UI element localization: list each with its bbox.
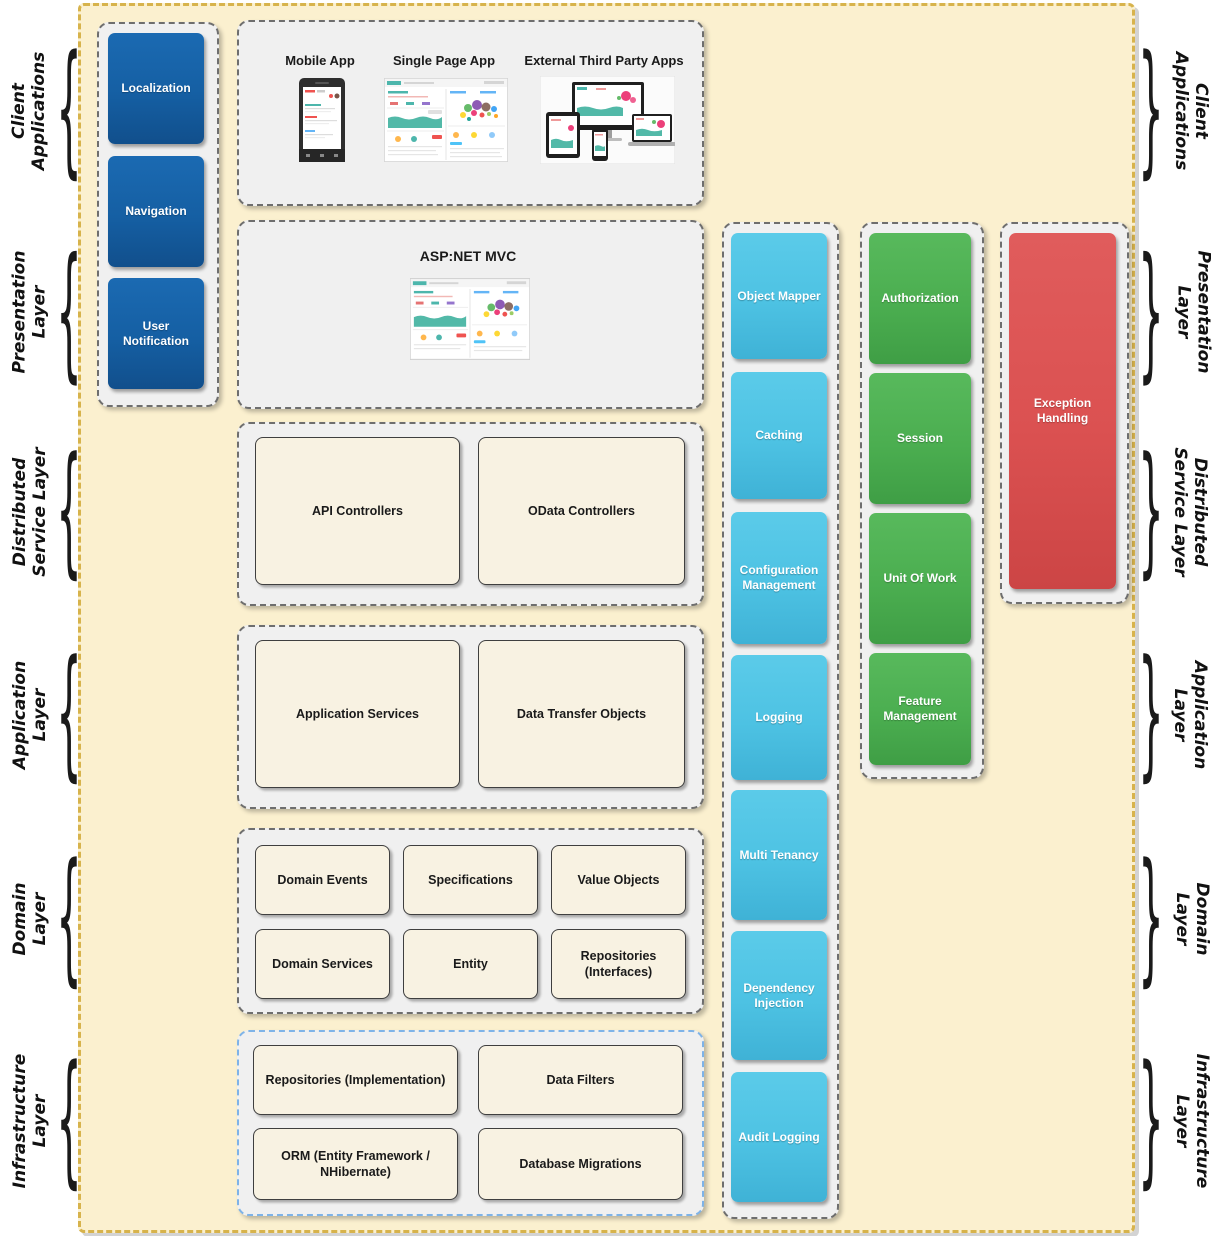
orm-box: ORM (Entity Framework / NHibernate) bbox=[253, 1128, 458, 1200]
multi-tenancy-box: Multi Tenancy bbox=[731, 790, 827, 920]
data-filters-box: Data Filters bbox=[478, 1045, 683, 1115]
repositories-interfaces-box: Repositories (Interfaces) bbox=[551, 929, 686, 999]
layer-label-left-infrastructure-layer: Infrastructure Layer bbox=[9, 1053, 50, 1189]
localization-box: Localization bbox=[108, 33, 204, 144]
layer-label-right-application-layer: Application Layer bbox=[1170, 660, 1211, 770]
layer-label-right-client-applications: Client Applications bbox=[1171, 51, 1212, 171]
spa-dashboard-icon bbox=[383, 77, 509, 163]
layer-label-left-presentation-layer: Presentation Layer bbox=[9, 250, 50, 374]
domain-events-box: Domain Events bbox=[255, 845, 390, 915]
layer-label-left-distributed-service-layer: Distributed Service Layer bbox=[9, 447, 50, 577]
left-brace-presentation-layer: { bbox=[56, 228, 82, 397]
layer-label-right-domain-layer: Domain Layer bbox=[1172, 882, 1213, 956]
unit-of-work-box: Unit Of Work bbox=[869, 513, 971, 644]
feature-management-box: Feature Management bbox=[869, 653, 971, 765]
aspnet-mvc-image bbox=[409, 277, 531, 365]
configuration-management-box: Configuration Management bbox=[731, 512, 827, 644]
value-objects-box: Value Objects bbox=[551, 845, 686, 915]
layer-label-right-presentation-layer: Presentation Layer bbox=[1173, 250, 1214, 374]
layer-label-left-client-applications: Client Applications bbox=[8, 51, 49, 171]
mobile-app-image bbox=[298, 78, 346, 167]
right-brace-application-layer: } bbox=[1138, 633, 1164, 797]
right-brace-infrastructure-layer: } bbox=[1138, 1038, 1164, 1204]
world-map-blobs bbox=[483, 299, 520, 318]
api-controllers-box: API Controllers bbox=[255, 437, 460, 585]
mobile-app-caption: Mobile App bbox=[285, 53, 355, 68]
exception-handling-box: Exception Handling bbox=[1009, 233, 1116, 589]
right-brace-presentation-layer: } bbox=[1138, 228, 1164, 397]
application-services-box: Application Services bbox=[255, 640, 460, 788]
layer-label-left-domain-layer: Domain Layer bbox=[9, 882, 50, 956]
data-transfer-objects-box: Data Transfer Objects bbox=[478, 640, 685, 788]
layer-label-left-application-layer: Application Layer bbox=[9, 660, 50, 770]
layer-label-right-distributed-service-layer: Distributed Service Layer bbox=[1170, 447, 1211, 577]
repositories-implementation-box: Repositories (Implementation) bbox=[253, 1045, 458, 1115]
session-box: Session bbox=[869, 373, 971, 504]
layer-label-right-infrastructure-layer: Infrastructure Layer bbox=[1172, 1053, 1213, 1189]
database-migrations-box: Database Migrations bbox=[478, 1128, 683, 1200]
object-mapper-box: Object Mapper bbox=[731, 233, 827, 359]
mvc-dashboard-icon bbox=[409, 277, 531, 361]
domain-services-box: Domain Services bbox=[255, 929, 390, 999]
right-brace-domain-layer: } bbox=[1138, 836, 1164, 1002]
single-page-app-caption: Single Page App bbox=[392, 53, 496, 68]
left-brace-client-applications: { bbox=[56, 28, 82, 194]
caching-box: Caching bbox=[731, 372, 827, 499]
external-third-party-apps-caption: External Third Party Apps bbox=[524, 53, 684, 68]
user-notification-box: User Notification bbox=[108, 278, 204, 389]
aspnet-mvc-caption: ASP:NET MVC bbox=[419, 248, 517, 264]
odata-controllers-box: OData Controllers bbox=[478, 437, 685, 585]
audit-logging-box: Audit Logging bbox=[731, 1072, 827, 1202]
left-brace-distributed-service-layer: { bbox=[56, 430, 82, 594]
multi-device-icon bbox=[539, 75, 676, 165]
world-map-blobs bbox=[460, 100, 498, 121]
right-brace-client-applications: } bbox=[1138, 28, 1164, 194]
navigation-box: Navigation bbox=[108, 156, 204, 267]
logging-box: Logging bbox=[731, 655, 827, 780]
specifications-box: Specifications bbox=[403, 845, 538, 915]
mobile-phone-icon bbox=[299, 78, 345, 162]
left-brace-infrastructure-layer: { bbox=[56, 1038, 82, 1204]
external-third-party-apps-image bbox=[539, 75, 676, 169]
left-brace-application-layer: { bbox=[56, 633, 82, 797]
right-brace-distributed-service-layer: } bbox=[1138, 430, 1164, 594]
dependency-injection-box: Dependency Injection bbox=[731, 931, 827, 1060]
left-brace-domain-layer: { bbox=[56, 836, 82, 1002]
entity-box: Entity bbox=[403, 929, 538, 999]
authorization-box: Authorization bbox=[869, 233, 971, 364]
single-page-app-image bbox=[383, 77, 509, 167]
